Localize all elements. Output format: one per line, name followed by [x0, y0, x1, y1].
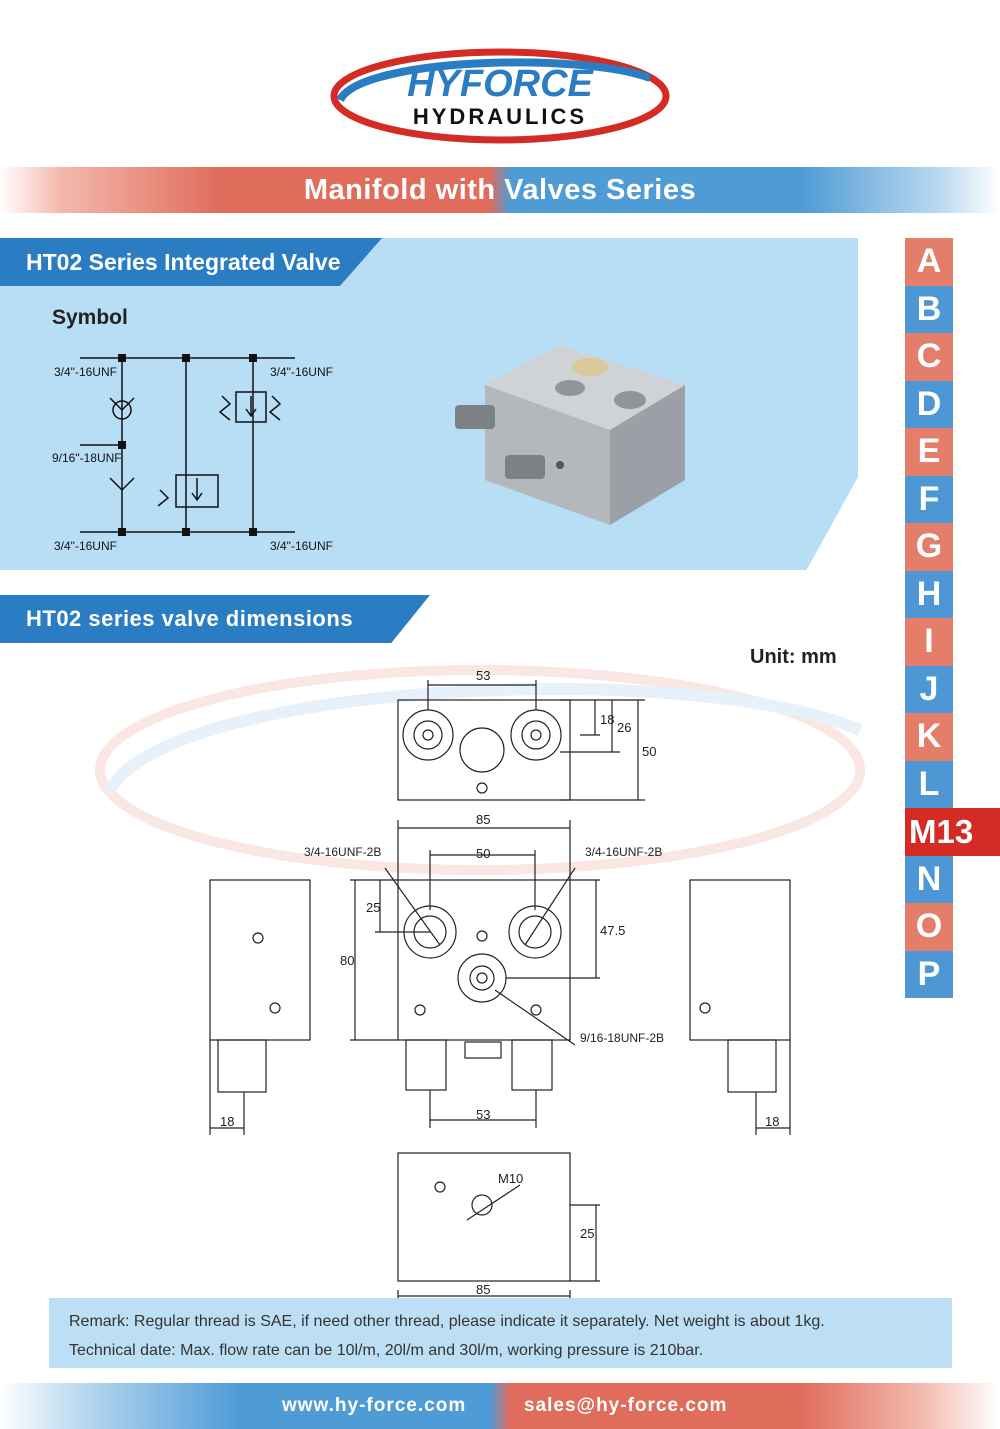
catalog-index: A B C D E F G H I J K L M13 N O P — [905, 238, 1000, 998]
symbol-port-top-right: 3/4"-16UNF — [270, 365, 333, 379]
footer-bar — [0, 1383, 1000, 1429]
index-tab-j[interactable]: J — [905, 665, 953, 713]
valve-product-image — [455, 345, 685, 525]
brand-logo: HYFORCE HYDRAULICS — [330, 48, 670, 144]
dimension-drawing: 53 18 26 50 85 50 3/4-16UNF-2B 3/4-16UNF… — [95, 665, 865, 1300]
index-tab-h[interactable]: H — [905, 570, 953, 618]
index-tab-e[interactable]: E — [905, 428, 953, 476]
brand-line1: HYFORCE — [407, 63, 594, 105]
watermark — [95, 665, 865, 875]
dim-port-label-right: 3/4-16UNF-2B — [585, 845, 662, 859]
index-tab-m13-current[interactable]: M13 — [905, 808, 1000, 856]
remark-box: Remark: Regular thread is SAE, if need o… — [49, 1298, 952, 1368]
index-tab-p[interactable]: P — [905, 950, 953, 998]
dim-top-h1: 18 — [600, 712, 614, 727]
index-tab-k[interactable]: K — [905, 713, 953, 761]
dim-side-left: 18 — [220, 1114, 234, 1129]
index-tab-b[interactable]: B — [905, 285, 953, 333]
section-heading-dimensions: HT02 series valve dimensions — [0, 595, 430, 643]
symbol-port-bottom-left: 3/4"-16UNF — [54, 539, 117, 553]
index-tab-c[interactable]: C — [905, 333, 953, 381]
dim-top-h2: 26 — [617, 720, 631, 735]
dim-front-width: 85 — [476, 812, 490, 827]
index-tab-l[interactable]: L — [905, 760, 953, 808]
dim-bottom-spacing: 53 — [476, 1107, 490, 1122]
section-heading-integrated-valve: HT02 Series Integrated Valve — [0, 238, 382, 286]
index-tab-a[interactable]: A — [905, 238, 953, 286]
dim-bottom-width: 85 — [476, 1282, 490, 1297]
dim-front-port-depth: 47.5 — [600, 923, 625, 938]
dim-port-label-left: 3/4-16UNF-2B — [304, 845, 381, 859]
symbol-label: Symbol — [52, 306, 128, 329]
index-tab-d[interactable]: D — [905, 380, 953, 428]
index-tab-n[interactable]: N — [905, 855, 953, 903]
dim-port-spacing: 50 — [476, 846, 490, 861]
index-tab-f[interactable]: F — [905, 475, 953, 523]
index-tab-i[interactable]: I — [905, 618, 953, 666]
website-link[interactable]: www.hy-force.com — [282, 1395, 467, 1416]
index-tab-o[interactable]: O — [905, 903, 953, 951]
unit-label: Unit: mm — [750, 646, 837, 668]
dim-mount-thread: M10 — [498, 1171, 523, 1186]
dim-bottom-offset: 25 — [580, 1226, 594, 1241]
symbol-port-mid-left: 9/16"-18UNF — [52, 451, 122, 465]
symbol-port-bottom-right: 3/4"-16UNF — [270, 539, 333, 553]
remark-line-1: Remark: Regular thread is SAE, if need o… — [69, 1313, 825, 1330]
dim-center-port-label: 9/16-18UNF-2B — [580, 1031, 664, 1045]
dim-side-right: 18 — [765, 1114, 779, 1129]
dim-front-height: 80 — [340, 953, 354, 968]
remark-line-2: Technical date: Max. flow rate can be 10… — [69, 1342, 704, 1359]
index-tab-g[interactable]: G — [905, 523, 953, 571]
symbol-port-top-left: 3/4"-16UNF — [54, 365, 117, 379]
email-link[interactable]: sales@hy-force.com — [524, 1395, 728, 1416]
symbol-panel — [0, 238, 858, 570]
dim-top-depth: 50 — [642, 744, 656, 759]
dim-front-top-offset: 25 — [366, 900, 380, 915]
dim-top-width: 53 — [476, 668, 490, 683]
hydraulic-symbol-diagram: 3/4"-16UNF 3/4"-16UNF 9/16"-18UNF 3/4"-1… — [52, 354, 333, 553]
brand-line2: HYDRAULICS — [413, 104, 587, 129]
series-banner — [0, 167, 1000, 213]
banner-title: Manifold with Valves Series — [303, 174, 697, 206]
